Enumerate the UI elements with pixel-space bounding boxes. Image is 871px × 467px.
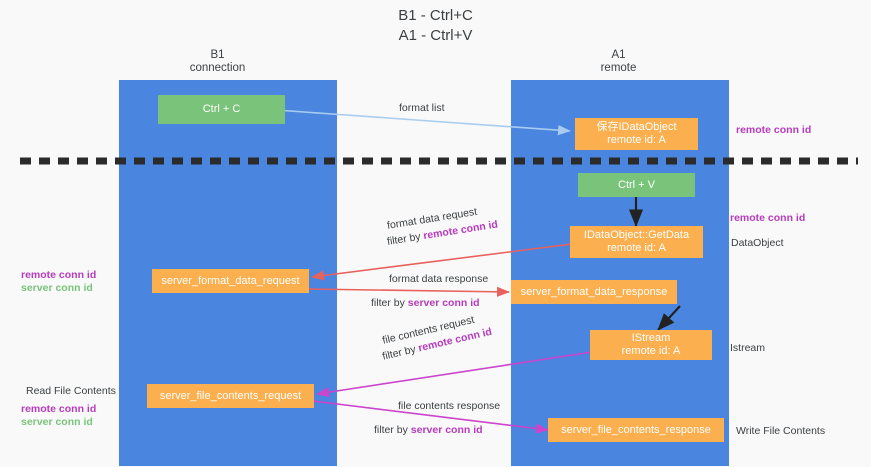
annotation-left-server-conn-id: server conn id <box>21 282 93 294</box>
edge-label-format-list: format list <box>399 101 445 115</box>
node-server-file-contents-request[interactable]: server_file_contents_request <box>147 384 314 408</box>
column-header-b1: B1 connection <box>150 49 285 75</box>
edge-label-format-data-request: format data request filter by remote con… <box>386 206 499 249</box>
edge-label-file-contents-request: file contents request filter by remote c… <box>381 314 493 364</box>
node-istream-label: IStream <box>631 332 671 344</box>
node-ctrl-v-label: Ctrl + V <box>618 178 655 191</box>
node-file-req-label: server_file_contents_request <box>159 389 302 402</box>
node-save-idataobject-label: 保存IDataObject <box>596 121 677 133</box>
edge-file-resp-filter-key: server conn id <box>410 424 483 436</box>
node-server-file-contents-response[interactable]: server_file_contents_response <box>548 418 724 442</box>
node-ctrl-c[interactable]: Ctrl + C <box>158 95 285 124</box>
edge-fmt-resp-filter-key: server conn id <box>407 297 480 309</box>
node-file-resp-label: server_file_contents_response <box>561 423 711 436</box>
edge-label-format-data-response: format data response filter by server co… <box>371 272 489 310</box>
annotation-dataobject: DataObject <box>731 237 784 249</box>
column-b1-name: B1 <box>210 49 225 61</box>
annotation-read-file-contents: Read File Contents <box>26 385 116 397</box>
edge-fmt-resp-filter-prefix: filter by <box>371 297 408 309</box>
node-server-format-data-response[interactable]: server_format_data_response <box>511 280 677 304</box>
node-fmt-req-label: server_format_data_request <box>161 274 300 287</box>
node-ctrl-c-label: Ctrl + C <box>202 103 241 115</box>
annotation-istream: Istream <box>730 342 766 354</box>
annotation-left-remote-conn-id: remote conn id <box>21 269 97 281</box>
title-line-2: A1 - Ctrl+V <box>398 27 473 44</box>
column-header-a1: A1 remote <box>551 49 686 75</box>
column-a1-sub: remote <box>600 62 637 74</box>
node-ctrl-v[interactable]: Ctrl + V <box>578 173 695 197</box>
node-idataobject-getdata[interactable]: IDataObject::GetData remote id: A <box>570 226 703 258</box>
annotation-write-file-contents: Write File Contents <box>736 425 826 437</box>
node-save-idataobject[interactable]: 保存IDataObject remote id: A <box>575 118 698 150</box>
diagram-title: B1 - Ctrl+C A1 - Ctrl+V <box>0 6 871 46</box>
annotation-remote-conn-id-top: remote conn id <box>736 124 812 136</box>
edge-label-file-contents-response: file contents response filter by server … <box>374 399 501 437</box>
edge-format-list-text: format list <box>399 102 445 114</box>
node-istream-sub: remote id: A <box>621 345 681 357</box>
column-a1-name: A1 <box>611 49 626 61</box>
node-save-idataobject-sub: remote id: A <box>607 134 666 146</box>
node-getdata-sub: remote id: A <box>607 242 666 254</box>
title-line-1: B1 - Ctrl+C <box>398 7 473 24</box>
node-getdata-label: IDataObject::GetData <box>583 229 690 241</box>
node-istream[interactable]: IStream remote id: A <box>590 330 712 360</box>
node-fmt-resp-label: server_format_data_response <box>520 285 668 298</box>
annotation-remote-conn-id-mid: remote conn id <box>730 212 806 224</box>
edge-file-resp-text: file contents response <box>398 400 501 412</box>
node-server-format-data-request[interactable]: server_format_data_request <box>152 269 309 293</box>
annotation-left-server-conn-id-2: server conn id <box>21 416 93 428</box>
edge-fmt-resp-text: format data response <box>389 273 489 285</box>
column-b1-sub: connection <box>189 62 246 74</box>
edge-file-resp-filter-prefix: filter by <box>374 424 411 436</box>
edge-fmt-req-filter-prefix: filter by <box>386 230 425 248</box>
annotation-left-remote-conn-id-2: remote conn id <box>21 403 97 415</box>
